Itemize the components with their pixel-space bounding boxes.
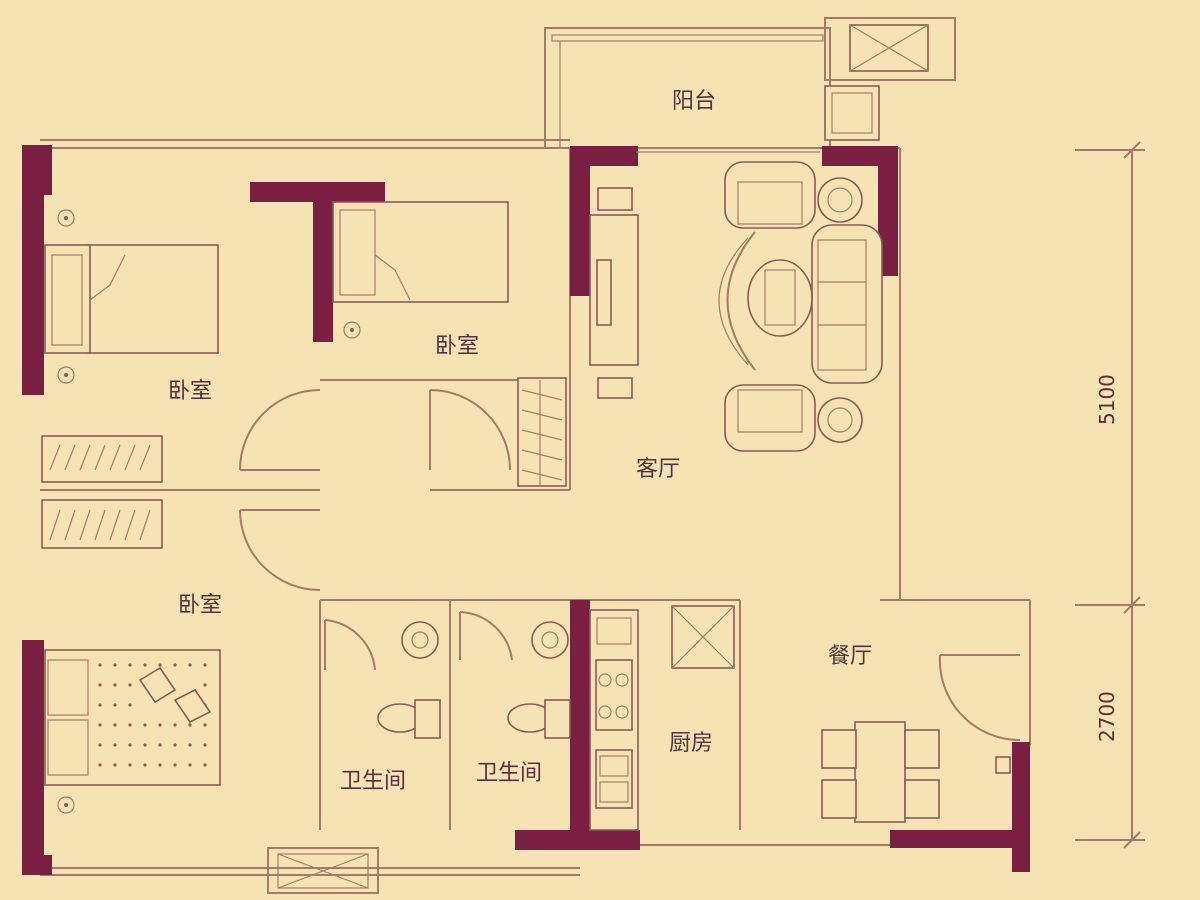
dining-furniture [821,654,1021,823]
room-label-living: 客厅 [636,457,680,482]
room-label-bedroom-top: 卧室 [435,334,479,359]
room-label-dining: 餐厅 [828,644,872,669]
corridor-doors [239,389,511,591]
outline-lines [40,139,1031,876]
room-label-bath-right: 卫生间 [476,761,542,786]
bathroom-fixtures [324,611,571,739]
kitchen-fixtures [589,605,735,831]
balcony-area [544,17,956,149]
room-label-kitchen: 厨房 [669,731,713,756]
living-room-furniture [589,151,883,452]
room-label-bath-left: 卫生间 [340,769,406,794]
bedroom-bottom-furniture [44,649,379,894]
room-label-bedroom-bottom: 卧室 [178,593,222,618]
dimension-line [1075,141,1145,849]
bedroom-top-furniture [332,201,567,487]
bedroom-left-furniture [41,209,219,549]
dimension-label-lower: 2700 [1095,691,1119,742]
dimension-label-upper: 5100 [1095,374,1119,425]
room-label-balcony: 阳台 [672,89,716,114]
room-label-bedroom-left: 卧室 [168,379,212,404]
walls [22,145,1030,875]
